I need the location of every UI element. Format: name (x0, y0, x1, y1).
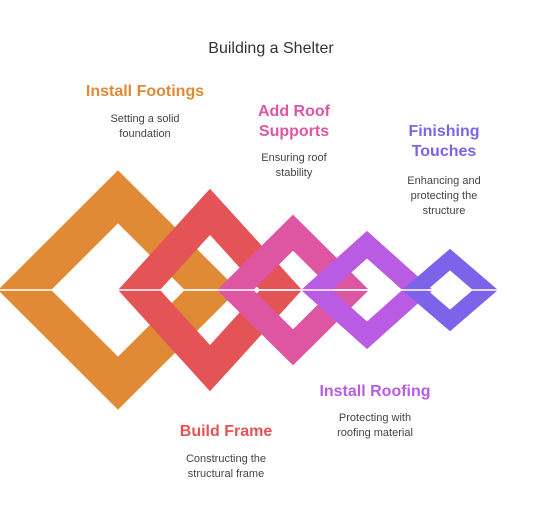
ring-supports (217, 214, 369, 366)
step-frame-desc: Constructing the structural frame (136, 452, 316, 482)
step-footings-title: Install Footings (85, 83, 205, 100)
step-finishing-title-line: Finishing (408, 123, 480, 140)
step-roofing-title: Install Roofing (319, 383, 431, 400)
step-finishing-desc-line: protecting the (410, 190, 478, 202)
step-supports-title-line: Add Roof (258, 103, 330, 120)
step-footings-desc: Setting a solid foundation (70, 112, 220, 142)
ring-frame (118, 188, 302, 392)
step-finishing-desc-line: Enhancing and (407, 175, 481, 187)
step-footings-desc-line: Setting a solid (110, 113, 180, 125)
step-roofing-desc-line: roofing material (337, 427, 413, 439)
step-supports-desc: Ensuring roof stability (239, 151, 349, 181)
step-frame-title: Build Frame (179, 423, 273, 440)
step-finishing-desc-line: structure (422, 205, 466, 217)
step-finishing-title: Finishing Touches (389, 122, 499, 162)
step-supports-desc-line: stability (275, 167, 313, 179)
step-frame-desc-line: structural frame (187, 468, 265, 480)
diagram-title: Building a Shelter (208, 40, 334, 57)
step-frame-desc-line: Constructing the (185, 453, 267, 465)
ring-footings (0, 170, 238, 410)
step-footings-desc-line: foundation (119, 128, 171, 140)
step-supports-desc-line: Ensuring roof (261, 152, 327, 164)
step-roofing-desc: Protecting with roofing material (290, 411, 460, 441)
step-finishing-desc: Enhancing and protecting the structure (389, 174, 499, 219)
ring-finishing (402, 248, 498, 332)
step-finishing-title-line: Touches (411, 143, 477, 160)
step-roofing-desc-line: Protecting with (338, 412, 412, 424)
step-supports-title-line: Supports (258, 123, 330, 140)
step-supports-title: Add Roof Supports (239, 102, 349, 142)
